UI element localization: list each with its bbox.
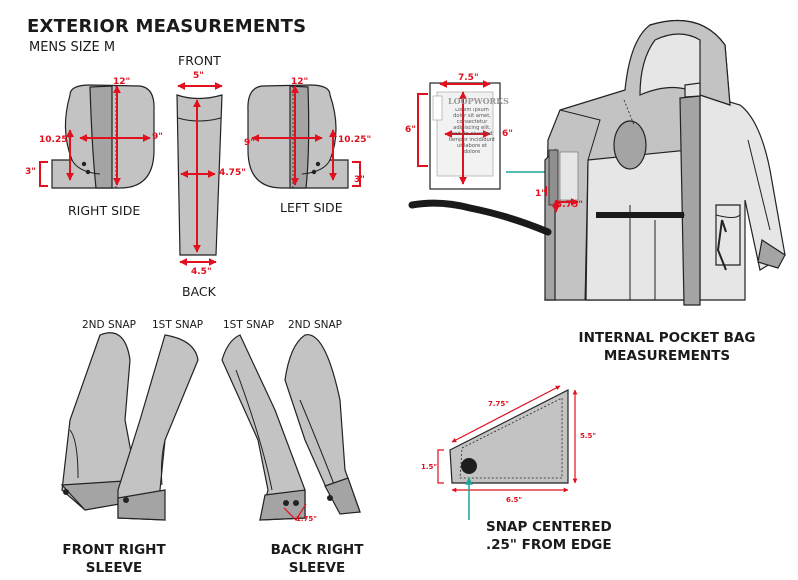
jacket-open-view	[408, 19, 786, 306]
back-sleeve-title-line2: SLEEVE	[288, 560, 346, 576]
dim-pocket-height-right: 6"	[502, 129, 513, 139]
dim-pocket-offset-side: 1"	[535, 189, 546, 199]
view-label-back: BACK	[182, 284, 216, 299]
dim-pocket-width: 7.5"	[458, 73, 479, 83]
dim-right-width: 9"	[152, 132, 163, 142]
back-sleeve-title-line1: BACK RIGHT	[270, 542, 364, 558]
dim-triangle-top: 7.75"	[488, 400, 509, 408]
front-right-sleeve	[60, 332, 199, 521]
dim-right-tab: 3"	[25, 167, 36, 177]
dim-left-height: 12"	[291, 77, 309, 87]
sleeve-label-4: 2ND SNAP	[288, 319, 342, 331]
view-label-left-side: LEFT SIDE	[280, 200, 343, 215]
triangle-pocket-piece	[449, 389, 569, 484]
pocket-heading-line1: INTERNAL POCKET BAG	[578, 330, 756, 346]
dim-top-width: 5"	[193, 71, 204, 81]
dim-pocket-offset-down: 3.75"	[556, 200, 583, 210]
dim-snap-distance: 1.75"	[296, 515, 317, 523]
front-sleeve-title-line2: SLEEVE	[85, 560, 143, 576]
snap-note-line1: SNAP CENTERED	[486, 519, 612, 535]
dim-triangle-bottom: 6.5"	[506, 496, 523, 504]
dim-left-depth: 10.25"	[338, 135, 372, 145]
sleeve-label-1: 2ND SNAP	[82, 319, 136, 331]
dim-right-height: 12"	[113, 77, 131, 87]
page-subtitle: MENS SIZE M	[29, 40, 116, 55]
sleeve-label-3: 1ST SNAP	[223, 319, 275, 331]
dim-triangle-left: 1.5"	[421, 463, 438, 471]
dim-pocket-height-left: 6"	[405, 125, 416, 135]
pocket-heading-line2: MEASUREMENTS	[603, 348, 731, 364]
dim-length: 4.75"	[219, 168, 246, 178]
view-label-right-side: RIGHT SIDE	[68, 203, 141, 218]
dim-bottom-width: 4.5"	[191, 267, 212, 277]
view-label-front: FRONT	[178, 53, 221, 68]
page-title: EXTERIOR MEASUREMENTS	[27, 16, 307, 37]
sleeve-label-2: 1ST SNAP	[152, 319, 204, 331]
back-right-sleeve	[221, 334, 361, 521]
snap-note-line2: .25" FROM EDGE	[486, 537, 612, 553]
dim-left-width: 9"	[244, 138, 255, 148]
dim-left-tab: 3"	[354, 175, 365, 185]
front-sleeve-title-line1: FRONT RIGHT	[62, 542, 166, 558]
dim-right-depth: 10.25"	[39, 135, 73, 145]
pocket-label-brand: LOOPWORKS	[448, 96, 509, 106]
dim-triangle-right: 5.5"	[580, 432, 597, 440]
pocket-label-text: Lorem ipsum dolor sit amet, consectetur …	[448, 108, 496, 155]
